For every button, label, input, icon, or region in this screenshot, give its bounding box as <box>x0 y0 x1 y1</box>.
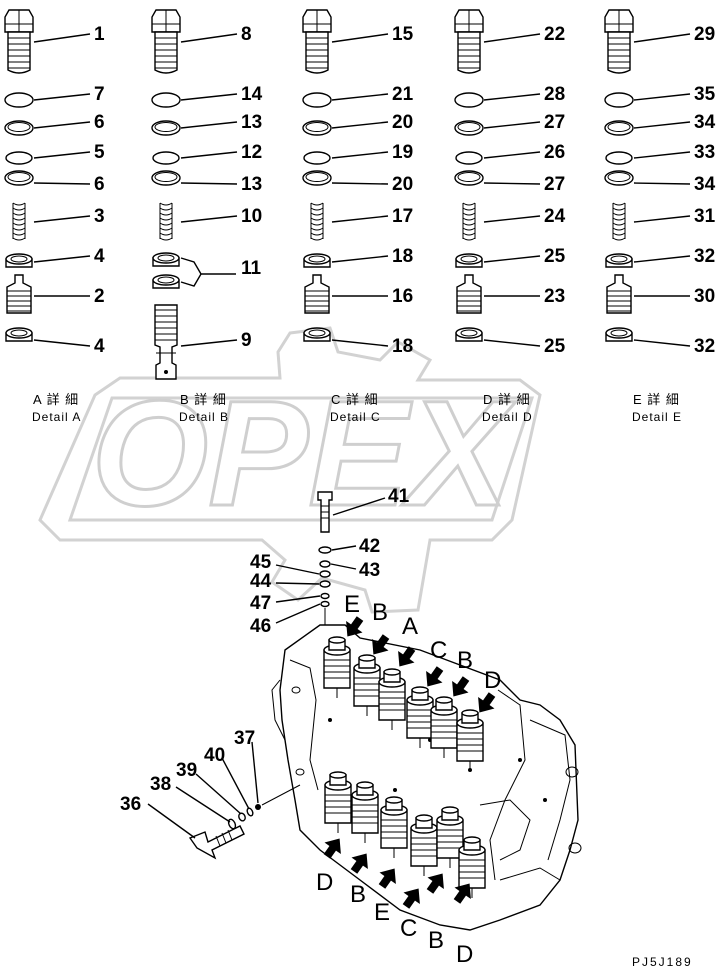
detail-label-34: 34 <box>694 174 716 195</box>
detail-label-13: 13 <box>241 174 262 195</box>
arrow-letter-top: B <box>457 647 473 674</box>
detail-caption-jp: E 詳 細 <box>633 392 680 407</box>
label-46: 46 <box>250 616 271 637</box>
label-38: 38 <box>150 774 171 795</box>
arrow-letter-top: D <box>484 667 501 694</box>
watermark-text: OPEX <box>92 369 517 537</box>
detail-caption-jp: B 詳 細 <box>180 392 227 407</box>
detail-label-8: 8 <box>241 24 252 45</box>
opex-watermark: OPEX <box>38 326 542 614</box>
label-42: 42 <box>359 536 380 557</box>
detail-label-13: 13 <box>241 112 262 133</box>
label-40: 40 <box>204 745 225 766</box>
detail-caption-jp: A 詳 細 <box>33 392 79 407</box>
detail-label-4: 4 <box>94 336 105 357</box>
detail-caption-en: Detail B <box>179 410 229 424</box>
label-44: 44 <box>250 571 272 592</box>
label-39: 39 <box>176 760 197 781</box>
detail-label-15: 15 <box>392 24 414 45</box>
detail-column-c: 15 21 20 19 20 17 18 16 18 C 詳 細 Detail C <box>302 9 414 424</box>
detail-caption-jp: D 詳 細 <box>483 392 531 407</box>
arrow-letter-bottom: D <box>316 869 333 896</box>
pilot-plug-group: 41 42 43 45 44 47 46 <box>250 486 410 637</box>
detail-label-29: 29 <box>694 24 715 45</box>
detail-label-23: 23 <box>544 286 565 307</box>
detail-column-e: 29 35 34 33 34 31 32 30 32 E 詳 細 Detail E <box>604 9 716 424</box>
spool-caps <box>323 636 486 898</box>
drawing-code: PJ5J189 <box>632 955 693 969</box>
detail-label-3: 3 <box>94 206 105 227</box>
detail-column-b: 8 14 13 12 13 10 11 9 B 詳 細 Detail B <box>151 9 263 424</box>
detail-label-20: 20 <box>392 174 413 195</box>
arrow-letter-top: E <box>344 591 360 618</box>
detail-label-27: 27 <box>544 174 565 195</box>
detail-label-6: 6 <box>94 112 105 133</box>
detail-label-33: 33 <box>694 142 715 163</box>
arrow-letter-bottom: B <box>428 927 444 954</box>
detail-label-2: 2 <box>94 286 105 307</box>
ring-42-part <box>318 546 332 554</box>
detail-label-18: 18 <box>392 246 413 267</box>
arrow-letter-top: A <box>402 613 418 640</box>
label-36: 36 <box>120 794 141 815</box>
arrow-letter-bottom: C <box>400 915 417 942</box>
detail-label-6: 6 <box>94 174 105 195</box>
detail-label-16: 16 <box>392 286 413 307</box>
detail-label-32: 32 <box>694 246 715 267</box>
label-37: 37 <box>234 728 255 749</box>
detail-label-10: 10 <box>241 206 262 227</box>
detail-caption-en: Detail C <box>330 410 381 424</box>
detail-label-28: 28 <box>544 84 565 105</box>
arrow-letter-bottom: E <box>374 899 390 926</box>
detail-caption-en: Detail E <box>632 410 682 424</box>
arrow-letter-bottom: B <box>350 881 366 908</box>
detail-label-17: 17 <box>392 206 413 227</box>
detail-label-7: 7 <box>94 84 105 105</box>
label-41: 41 <box>388 486 410 507</box>
label-47: 47 <box>250 593 271 614</box>
relief-plug-group: 36 38 39 40 37 <box>120 728 301 860</box>
detail-label-26: 26 <box>544 142 565 163</box>
detail-label-30: 30 <box>694 286 715 307</box>
ring-43-part <box>319 560 331 568</box>
detail-label-22: 22 <box>544 24 565 45</box>
label-43: 43 <box>359 560 380 581</box>
detail-label-27: 27 <box>544 112 565 133</box>
detail-label-1: 1 <box>94 24 105 45</box>
detail-label-4: 4 <box>94 246 105 267</box>
detail-label-25: 25 <box>544 246 566 267</box>
detail-label-31: 31 <box>694 206 716 227</box>
detail-label-25: 25 <box>544 336 566 357</box>
arrow-letter-top: B <box>372 599 388 626</box>
detail-label-32: 32 <box>694 336 715 357</box>
detail-label-5: 5 <box>94 142 105 163</box>
detail-label-20: 20 <box>392 112 413 133</box>
detail-caption-en: Detail D <box>482 410 533 424</box>
label-45: 45 <box>250 552 272 573</box>
detail-label-35: 35 <box>694 84 716 105</box>
detail-label-18: 18 <box>392 336 413 357</box>
detail-label-12: 12 <box>241 142 262 163</box>
detail-column-a: 1 7 6 5 6 3 4 2 4 A 詳 細 Detail A <box>4 9 105 424</box>
detail-label-19: 19 <box>392 142 413 163</box>
detail-caption-en: Detail A <box>32 410 81 424</box>
detail-caption-jp: C 詳 細 <box>331 392 379 407</box>
detail-label-34: 34 <box>694 112 716 133</box>
arrow-letter-top: C <box>430 637 447 664</box>
detail-label-21: 21 <box>392 84 414 105</box>
detail-label-11: 11 <box>241 258 262 279</box>
detail-label-14: 14 <box>241 84 263 105</box>
arrow-letter-bottom: D <box>456 941 473 968</box>
detail-column-d: 22 28 27 26 27 24 25 23 25 D 詳 細 Detail D <box>454 9 566 424</box>
detail-label-9: 9 <box>241 330 252 351</box>
detail-label-24: 24 <box>544 206 566 227</box>
